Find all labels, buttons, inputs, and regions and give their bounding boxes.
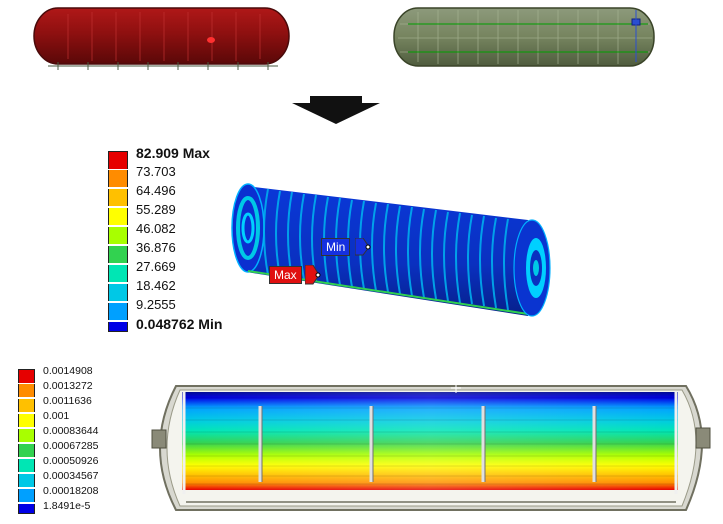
min-probe-label: Min xyxy=(321,238,351,256)
legend-swatch xyxy=(18,504,35,514)
legend-label: 73.703 xyxy=(136,164,176,179)
legend-label-min: 0.048762 Min xyxy=(136,316,223,332)
legend-swatch xyxy=(18,429,35,442)
legend-label: 0.001 xyxy=(43,410,70,422)
legend-swatch xyxy=(18,474,35,487)
legend-label: 27.669 xyxy=(136,259,176,274)
legend-label: 36.876 xyxy=(136,240,176,255)
legend-swatch xyxy=(108,284,128,301)
stress-contour-tank xyxy=(231,183,551,317)
legend-swatch xyxy=(108,208,128,225)
legend-label: 0.00067285 xyxy=(43,440,99,452)
min-probe-pointer xyxy=(355,238,371,256)
legend-label: 0.0011636 xyxy=(43,395,92,407)
legend-label-max: 82.909 Max xyxy=(136,145,210,161)
legend-swatch xyxy=(18,444,35,457)
legend-label: 0.00018208 xyxy=(43,485,99,497)
down-arrow-icon xyxy=(292,96,380,124)
legend-label: 0.0014908 xyxy=(43,365,93,377)
gradient-legend: 0.0014908 0.0013272 0.0011636 0.001 0.00… xyxy=(18,365,138,517)
legend-label: 9.2555 xyxy=(136,297,176,312)
legend-swatch xyxy=(108,322,128,332)
max-probe-label: Max xyxy=(269,266,302,284)
deformation-legend: 82.909 Max 73.703 64.496 55.289 46.082 3… xyxy=(108,145,248,339)
legend-swatch xyxy=(108,227,128,244)
legend-label: 55.289 xyxy=(136,202,176,217)
banded-tank-section xyxy=(151,383,711,511)
legend-label: 0.00083644 xyxy=(43,425,99,437)
legend-label: 0.0013272 xyxy=(43,380,93,392)
green-mesh-tank-model xyxy=(393,7,655,67)
red-tank-model xyxy=(33,7,290,70)
legend-swatch xyxy=(18,414,35,427)
legend-label: 64.496 xyxy=(136,183,176,198)
legend-label: 0.00034567 xyxy=(43,470,99,482)
legend-label: 46.082 xyxy=(136,221,176,236)
legend-swatch xyxy=(18,384,35,397)
legend-swatch xyxy=(18,489,35,502)
legend-swatch xyxy=(108,170,128,187)
legend-swatch xyxy=(108,303,128,320)
legend-swatch xyxy=(18,459,35,472)
legend-swatch xyxy=(108,189,128,206)
legend-swatch xyxy=(108,151,128,169)
max-probe-pointer xyxy=(305,265,321,285)
legend-label: 1.8491e-5 xyxy=(43,500,91,512)
legend-swatch xyxy=(108,265,128,282)
legend-swatch xyxy=(18,399,35,412)
legend-label: 18.462 xyxy=(136,278,176,293)
legend-label: 0.00050926 xyxy=(43,455,99,467)
legend-swatch xyxy=(108,246,128,263)
legend-swatch xyxy=(18,369,35,383)
